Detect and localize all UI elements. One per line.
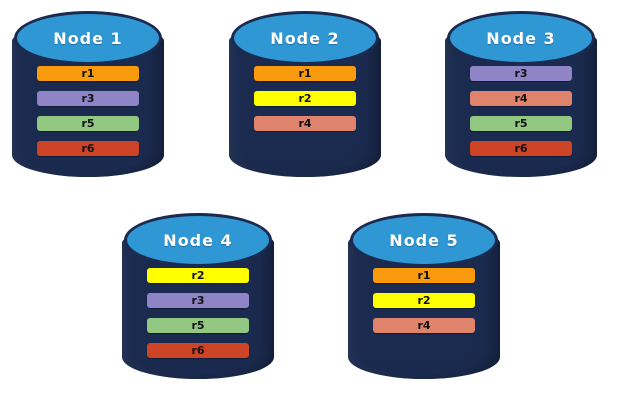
replica-bar-r5[interactable]: r5 (147, 318, 249, 333)
replica-label: r1 (298, 67, 312, 80)
database-node-3[interactable]: Node 3 r3 r4 r5 r6 (445, 8, 597, 186)
database-node-1[interactable]: Node 1 r1 r3 r5 r6 (12, 8, 164, 186)
replica-bar-r6[interactable]: r6 (147, 343, 249, 358)
node-title: Node 1 (53, 28, 123, 48)
replica-label: r2 (298, 92, 312, 105)
replica-label: r4 (298, 117, 312, 130)
cylinder-top: Node 2 (231, 11, 379, 65)
replica-bar-r2[interactable]: r2 (254, 91, 356, 106)
replica-label: r1 (81, 67, 95, 80)
replica-bar-r3[interactable]: r3 (147, 293, 249, 308)
replica-bar-r1[interactable]: r1 (254, 66, 356, 81)
replica-list: r1 r3 r5 r6 (37, 66, 139, 166)
node-title: Node 4 (163, 230, 233, 250)
database-node-5[interactable]: Node 5 r1 r2 r4 (348, 210, 500, 388)
replica-label: r6 (514, 142, 528, 155)
replica-bar-r5[interactable]: r5 (470, 116, 572, 131)
replica-list: r1 r2 r4 (373, 268, 475, 343)
replica-label: r4 (514, 92, 528, 105)
cylinder-top: Node 4 (124, 213, 272, 267)
replica-label: r6 (191, 344, 205, 357)
replica-list: r2 r3 r5 r6 (147, 268, 249, 368)
node-title: Node 5 (389, 230, 459, 250)
replica-bar-r3[interactable]: r3 (37, 91, 139, 106)
replica-list: r1 r2 r4 (254, 66, 356, 141)
replica-bar-r1[interactable]: r1 (37, 66, 139, 81)
replica-label: r2 (417, 294, 431, 307)
replica-label: r5 (514, 117, 528, 130)
replica-label: r5 (191, 319, 205, 332)
replica-label: r2 (191, 269, 205, 282)
replica-bar-r2[interactable]: r2 (373, 293, 475, 308)
replica-bar-r1[interactable]: r1 (373, 268, 475, 283)
replica-label: r6 (81, 142, 95, 155)
replica-label: r1 (417, 269, 431, 282)
replica-label: r3 (191, 294, 205, 307)
replica-label: r5 (81, 117, 95, 130)
replica-bar-r3[interactable]: r3 (470, 66, 572, 81)
replica-bar-r5[interactable]: r5 (37, 116, 139, 131)
replica-bar-r4[interactable]: r4 (254, 116, 356, 131)
replica-label: r3 (514, 67, 528, 80)
database-node-4[interactable]: Node 4 r2 r3 r5 r6 (122, 210, 274, 388)
node-title: Node 3 (486, 28, 556, 48)
replica-bar-r6[interactable]: r6 (37, 141, 139, 156)
cylinder-top: Node 5 (350, 213, 498, 267)
replica-label: r4 (417, 319, 431, 332)
replica-bar-r4[interactable]: r4 (470, 91, 572, 106)
replica-label: r3 (81, 92, 95, 105)
replica-bar-r6[interactable]: r6 (470, 141, 572, 156)
database-node-2[interactable]: Node 2 r1 r2 r4 (229, 8, 381, 186)
replica-list: r3 r4 r5 r6 (470, 66, 572, 166)
replica-bar-r2[interactable]: r2 (147, 268, 249, 283)
node-title: Node 2 (270, 28, 340, 48)
cylinder-top: Node 1 (14, 11, 162, 65)
replica-bar-r4[interactable]: r4 (373, 318, 475, 333)
cylinder-top: Node 3 (447, 11, 595, 65)
